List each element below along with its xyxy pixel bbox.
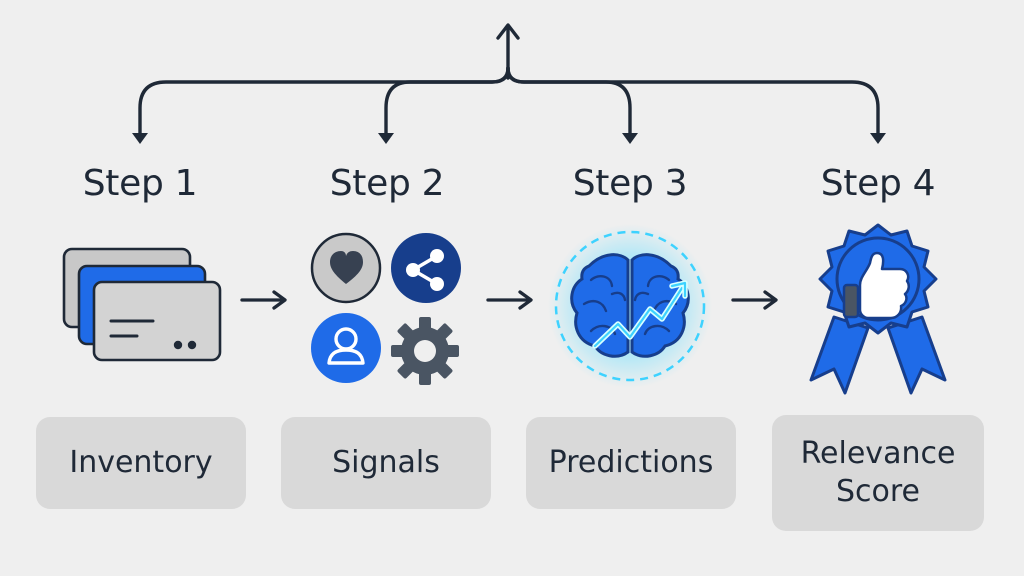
gear-icon (391, 317, 459, 385)
step-4-title: Step 4 (820, 163, 936, 204)
step-3-title: Step 3 (572, 163, 688, 204)
share-icon (391, 233, 461, 303)
user-icon (311, 313, 381, 383)
heart-icon (310, 232, 382, 304)
inventory-label: Inventory (69, 445, 213, 480)
award-thumbs-up-icon (798, 215, 958, 403)
signals-label-box: Signals (281, 417, 491, 509)
flow-arrow-3-icon (731, 290, 778, 310)
signals-label: Signals (332, 445, 440, 480)
signals-icon-grid (306, 224, 468, 389)
stacked-cards-icon (55, 242, 225, 364)
flow-arrow-2-icon (486, 290, 533, 310)
inventory-label-box: Inventory (36, 417, 246, 509)
predictions-label-box: Predictions (526, 417, 736, 509)
step-1-title: Step 1 (82, 163, 198, 204)
flow-arrow-1-icon (240, 290, 287, 310)
step-2-title: Step 2 (329, 163, 445, 204)
brain-growth-icon (540, 222, 720, 390)
relevance-label-line-2: Score (835, 474, 921, 509)
relevance-score-label-box: Relevance Score (772, 415, 984, 531)
predictions-label: Predictions (548, 445, 714, 480)
relevance-label-line-1: Relevance (800, 436, 956, 471)
